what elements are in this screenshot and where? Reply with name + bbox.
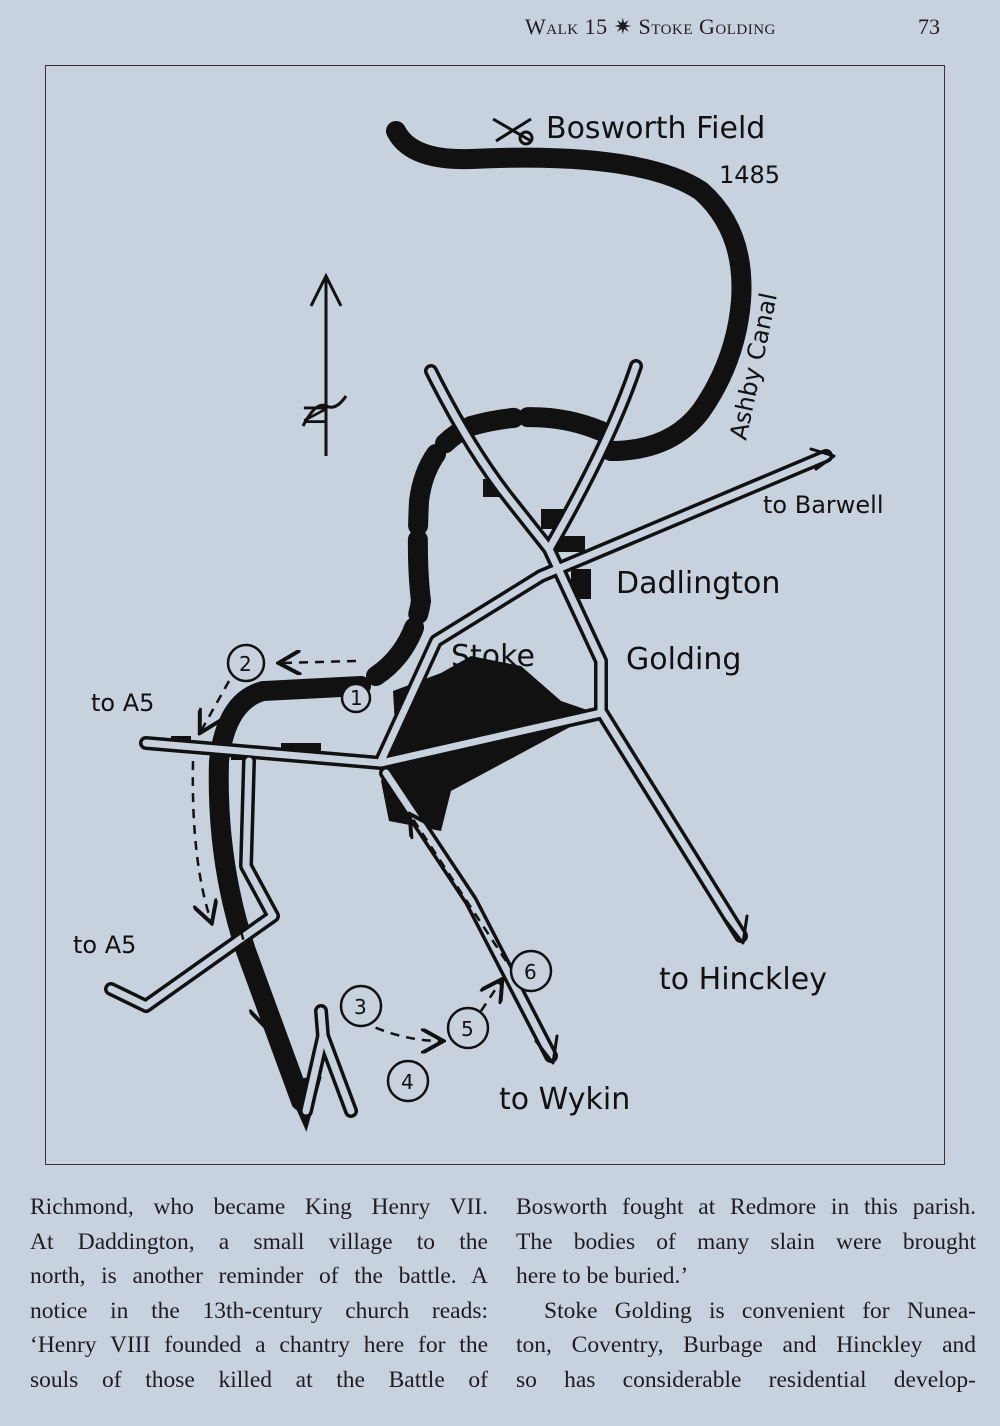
a5-bottom-label: to A5	[73, 931, 136, 959]
hinckley-label: to Hinckley	[659, 962, 827, 997]
waypoint-5: 5	[446, 1006, 490, 1050]
text-line: Stoke Golding is convenient for Nunea-	[544, 1297, 976, 1324]
north-arrow-icon: N	[299, 272, 348, 456]
text-line: here to be buried.’	[516, 1263, 689, 1289]
text-line: Bosworth fought at Redmore in this paris…	[516, 1194, 976, 1220]
waypoints: 1 2 3 4 5 6	[226, 643, 553, 1103]
svg-text:6: 6	[524, 960, 537, 984]
text-line: Richmond, who became King Henry VII.	[30, 1194, 488, 1220]
waypoint-3: 3	[339, 984, 383, 1028]
body-text-right-column: Bosworth fought at Redmore in this paris…	[516, 1190, 976, 1397]
page-number: 73	[918, 14, 940, 39]
golding-label: Golding	[626, 642, 741, 677]
battle-crossed-swords-icon	[492, 117, 534, 146]
waypoint-6: 6	[509, 949, 553, 993]
body-text-left-column: Richmond, who became King Henry VII. At …	[30, 1190, 488, 1397]
walk-map: N Bosworth Field 1485 Ashby Canal to Bar…	[73, 111, 884, 1132]
map-frame: N Bosworth Field 1485 Ashby Canal to Bar…	[45, 65, 945, 1165]
a5-top-label: to A5	[91, 689, 154, 717]
svg-text:2: 2	[239, 652, 252, 676]
svg-text:4: 4	[401, 1070, 414, 1094]
text-line: souls of those killed at the Battle of	[30, 1366, 488, 1393]
dadlington-label: Dadlington	[616, 566, 780, 601]
waypoint-2: 2	[226, 643, 266, 683]
text-line: notice in the 13th-century church reads:	[30, 1297, 488, 1324]
text-line: At Daddington, a small village to the	[30, 1228, 488, 1255]
text-line: so has considerable residential develop-	[516, 1366, 976, 1393]
svg-text:3: 3	[354, 995, 367, 1019]
svg-text:5: 5	[461, 1017, 474, 1041]
barwell-label: to Barwell	[763, 491, 884, 519]
year-label: 1485	[719, 161, 780, 189]
svg-text:1: 1	[350, 686, 363, 710]
wykin-label: to Wykin	[499, 1082, 630, 1117]
text-line: north, is another reminder of the battle…	[30, 1263, 488, 1289]
waypoint-1: 1	[340, 682, 372, 714]
text-line: ‘Henry VIII founded a chantry here for t…	[30, 1332, 488, 1358]
text-line: ton, Coventry, Burbage and Hinckley and	[516, 1332, 976, 1358]
text-line: The bodies of many slain were brought	[516, 1228, 976, 1255]
ashby-canal	[208, 121, 752, 1132]
north-label: N	[299, 404, 334, 426]
bosworth-label: Bosworth Field	[546, 111, 765, 146]
waypoint-4: 4	[386, 1059, 430, 1103]
stoke-label: Stoke	[451, 639, 535, 674]
running-head: Walk 15 ✷ Stoke Golding	[525, 14, 776, 39]
